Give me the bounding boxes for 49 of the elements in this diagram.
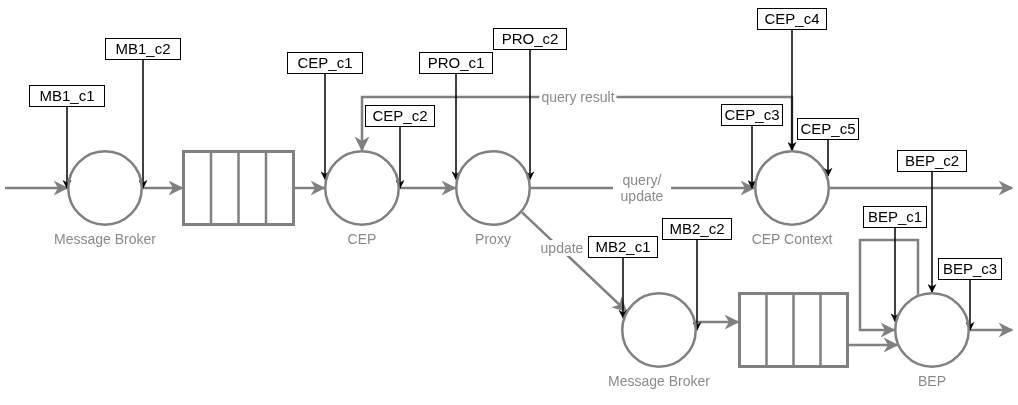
arrow [787, 29, 797, 151]
queue-drawing [182, 150, 295, 226]
node-label: Proxy [475, 231, 511, 247]
arrow [830, 180, 1014, 196]
annotation-box: PRO_c2 [493, 28, 567, 50]
node-label: CEP Context [751, 231, 833, 247]
annotation-box: CEP_c4 [757, 8, 827, 30]
node-label: Message Broker [608, 373, 710, 389]
edge-label: query result [539, 89, 617, 105]
arrow [823, 139, 833, 177]
node-label: CEP [347, 231, 377, 247]
node-label: Message Broker [54, 231, 156, 247]
edge-label: update [538, 240, 586, 256]
annotation-box: CEP_c1 [287, 52, 363, 74]
arrow [747, 125, 757, 189]
arrow [521, 211, 628, 313]
annotation-box: MB1_c2 [105, 38, 181, 60]
arrow [143, 180, 184, 196]
annotation-box: CEP_c2 [365, 105, 435, 127]
arrow [696, 314, 740, 330]
arrow [618, 257, 628, 319]
arrow [525, 49, 535, 181]
arrow [295, 180, 326, 196]
annotation-box: MB1_c1 [29, 85, 105, 107]
arrow [395, 126, 405, 189]
arrow [320, 73, 330, 181]
arrow [692, 239, 702, 331]
annotation-box: BEP_c2 [897, 150, 967, 172]
annotation-box: CEP_c3 [721, 104, 783, 126]
annotation-box: CEP_c5 [797, 118, 859, 140]
annotation-box: BEP_c1 [863, 206, 927, 228]
annotation-box: MB2_c1 [588, 236, 658, 258]
annotation-box: MB2_c2 [662, 218, 732, 240]
arrow [138, 59, 148, 189]
arrow [965, 279, 975, 331]
edge-label: query/ update [613, 172, 671, 204]
annotation-box: BEP_c3 [938, 258, 1002, 280]
arrow [849, 337, 899, 353]
arrow [970, 322, 1014, 338]
arrow [451, 73, 461, 181]
queue-drawing [738, 292, 849, 368]
arrow [400, 180, 457, 196]
arrow [890, 227, 900, 323]
arrow [858, 238, 920, 338]
arrow [62, 106, 72, 189]
annotation-box: PRO_c1 [419, 52, 493, 74]
node-label: BEP [918, 373, 946, 389]
arrow [927, 171, 937, 293]
arrow [5, 180, 69, 196]
